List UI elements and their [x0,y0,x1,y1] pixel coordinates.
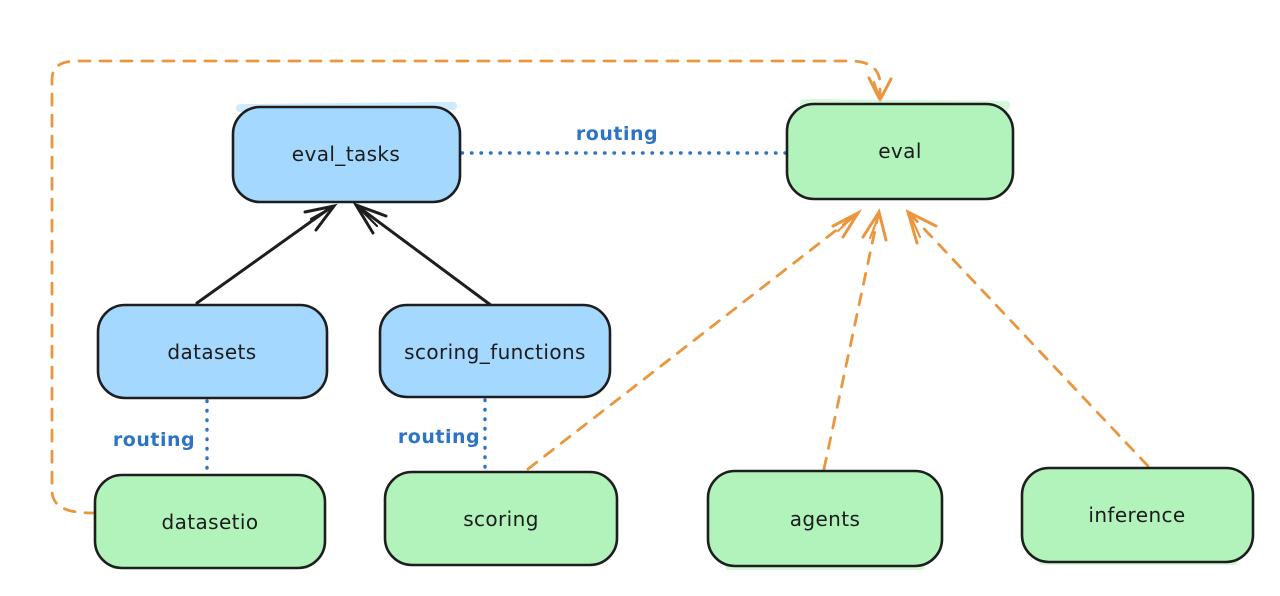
node-inference: inference [1020,466,1255,565]
inference-box [1020,466,1255,564]
routing-label-scoring-functions-scoring: routing [398,426,480,448]
node-agents: agents [706,469,944,570]
arrowhead-datasets-eval-tasks [303,203,338,232]
edge-datasets-to-eval-tasks [195,203,338,305]
edge-datasets-to-datasetio: routing [113,399,209,474]
scoring-functions-label: scoring_functions [404,340,586,364]
node-eval: eval [785,99,1015,201]
arrowhead-scoring-eval [831,209,863,239]
inference-label: inference [1088,503,1185,527]
edge-scoring-functions-to-eval-tasks [352,202,494,308]
eval-label: eval [878,139,922,163]
edge-agents-to-eval [822,208,888,471]
datasetio-label: datasetio [161,510,258,534]
datasetio-box [93,473,327,570]
eval-tasks-label: eval_tasks [292,142,400,166]
edge-scoring-functions-to-scoring: routing [398,398,487,471]
node-datasets: datasets [96,303,329,400]
arrowhead-inference-eval [905,209,938,245]
edge-inference-to-eval [905,209,1150,468]
scoring-functions-box [378,303,612,399]
arrowhead-scoring-functions-eval-tasks [352,202,388,235]
edge-eval-tasks-to-eval: routing [460,123,788,155]
node-scoring: scoring [383,470,619,567]
routing-label-eval-tasks-eval: routing [576,123,658,145]
eval-box [785,102,1015,201]
scoring-label: scoring [463,507,539,531]
datasets-label: datasets [167,340,256,364]
node-scoring-functions: scoring_functions [378,303,612,399]
node-eval-tasks: eval_tasks [231,101,462,204]
agents-label: agents [790,507,861,531]
routing-label-datasets-datasetio: routing [113,429,195,451]
edge-scoring-to-eval [526,209,863,471]
scoring-box [383,470,619,567]
node-datasetio: datasetio [93,473,327,570]
eval-tasks-box [231,105,462,204]
agents-box [706,469,944,568]
datasets-box [96,303,329,400]
arrowhead-agents-eval [861,208,888,242]
